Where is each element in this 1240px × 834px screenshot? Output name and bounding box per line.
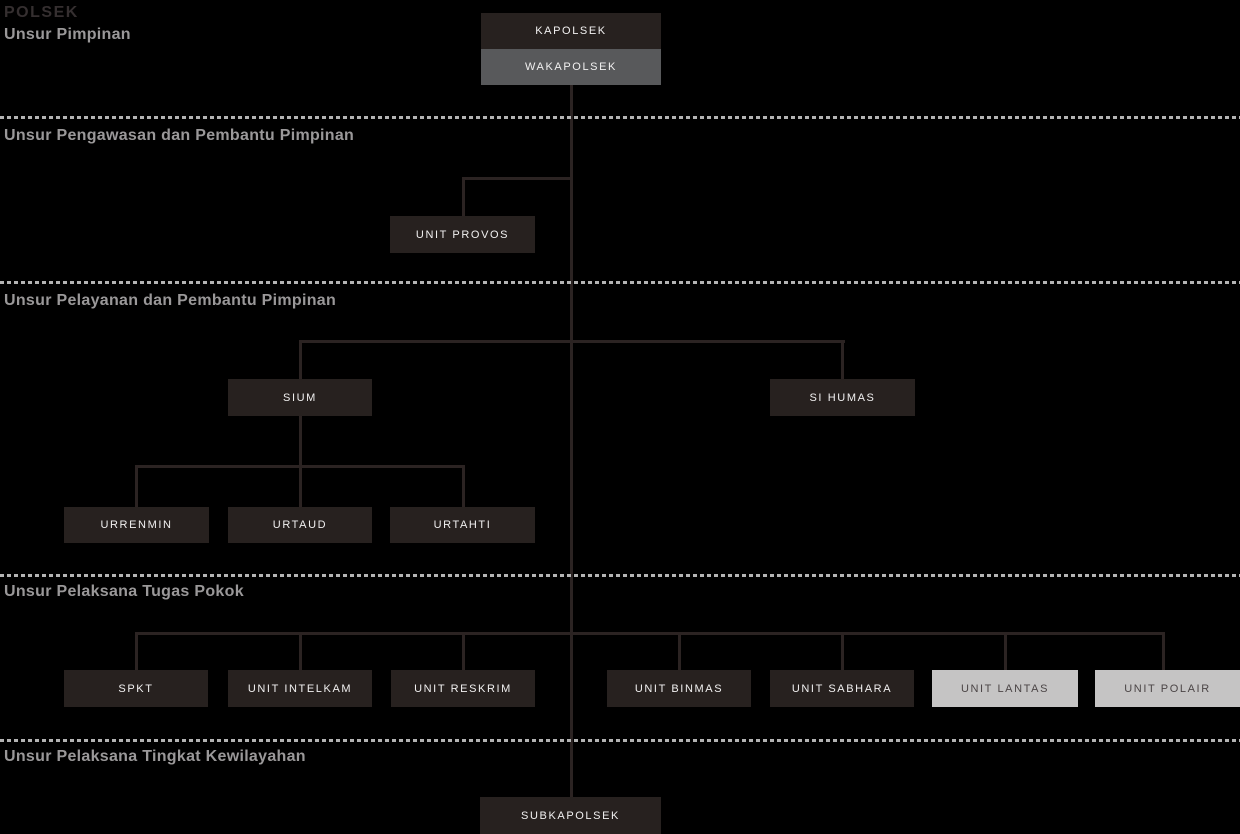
connector-urtaud-v xyxy=(299,465,302,507)
section-label-unsur-pelaksana-tugas-pokok: Unsur Pelaksana Tugas Pokok xyxy=(4,583,244,600)
node-unit-reskrim: UNIT RESKRIM xyxy=(391,670,535,707)
connector-sihumas-v xyxy=(841,340,844,379)
connector-sabhara-v xyxy=(841,632,844,670)
section-divider xyxy=(0,281,1240,284)
node-si-humas: SI HUMAS xyxy=(770,379,915,416)
section-divider xyxy=(0,116,1240,119)
connector-provos-h xyxy=(462,177,572,180)
node-unit-sabhara: UNIT SABHARA xyxy=(770,670,914,707)
node-subkapolsek: SUBKAPOLSEK xyxy=(480,797,661,834)
node-wakapolsek: WAKAPOLSEK xyxy=(481,49,661,85)
connector-sium-down xyxy=(299,416,302,465)
section-divider xyxy=(0,739,1240,742)
connector-sium-v xyxy=(299,340,302,379)
node-unit-polair: UNIT POLAIR xyxy=(1095,670,1240,707)
connector-provos-v xyxy=(462,177,465,216)
section-divider xyxy=(0,574,1240,577)
section-label-unsur-pengawasan: Unsur Pengawasan dan Pembantu Pimpinan xyxy=(4,127,355,144)
section-label-unsur-pimpinan: Unsur Pimpinan xyxy=(4,26,131,43)
node-spkt: SPKT xyxy=(64,670,208,707)
section-label-unsur-pelaksana-kewilayahan: Unsur Pelaksana Tingkat Kewilayahan xyxy=(4,748,306,765)
node-urrenmin: URRENMIN xyxy=(64,507,209,543)
connector-polair-v xyxy=(1162,632,1165,670)
connector-lantas-v xyxy=(1004,632,1007,670)
node-unit-binmas: UNIT BINMAS xyxy=(607,670,751,707)
connector-tugas-pokok-h xyxy=(135,632,1165,635)
connector-urrenmin-v xyxy=(135,465,138,507)
connector-spkt-v xyxy=(135,632,138,670)
connector-pelayanan-h xyxy=(299,340,845,343)
node-sium: SIUM xyxy=(228,379,372,416)
node-kapolsek: KAPOLSEK xyxy=(481,13,661,49)
node-unit-provos: UNIT PROVOS xyxy=(390,216,535,253)
node-urtahti: URTAHTI xyxy=(390,507,535,543)
connector-binmas-v xyxy=(678,632,681,670)
section-label-unsur-pelayanan: Unsur Pelayanan dan Pembantu Pimpinan xyxy=(4,292,337,309)
connector-reskrim-v xyxy=(462,632,465,670)
page-title: POLSEK xyxy=(4,4,79,21)
node-unit-lantas: UNIT LANTAS xyxy=(932,670,1078,707)
node-unit-intelkam: UNIT INTELKAM xyxy=(228,670,372,707)
node-urtaud: URTAUD xyxy=(228,507,372,543)
connector-urtahti-v xyxy=(462,465,465,507)
connector-intelkam-v xyxy=(299,632,302,670)
connector-trunk xyxy=(570,85,573,797)
